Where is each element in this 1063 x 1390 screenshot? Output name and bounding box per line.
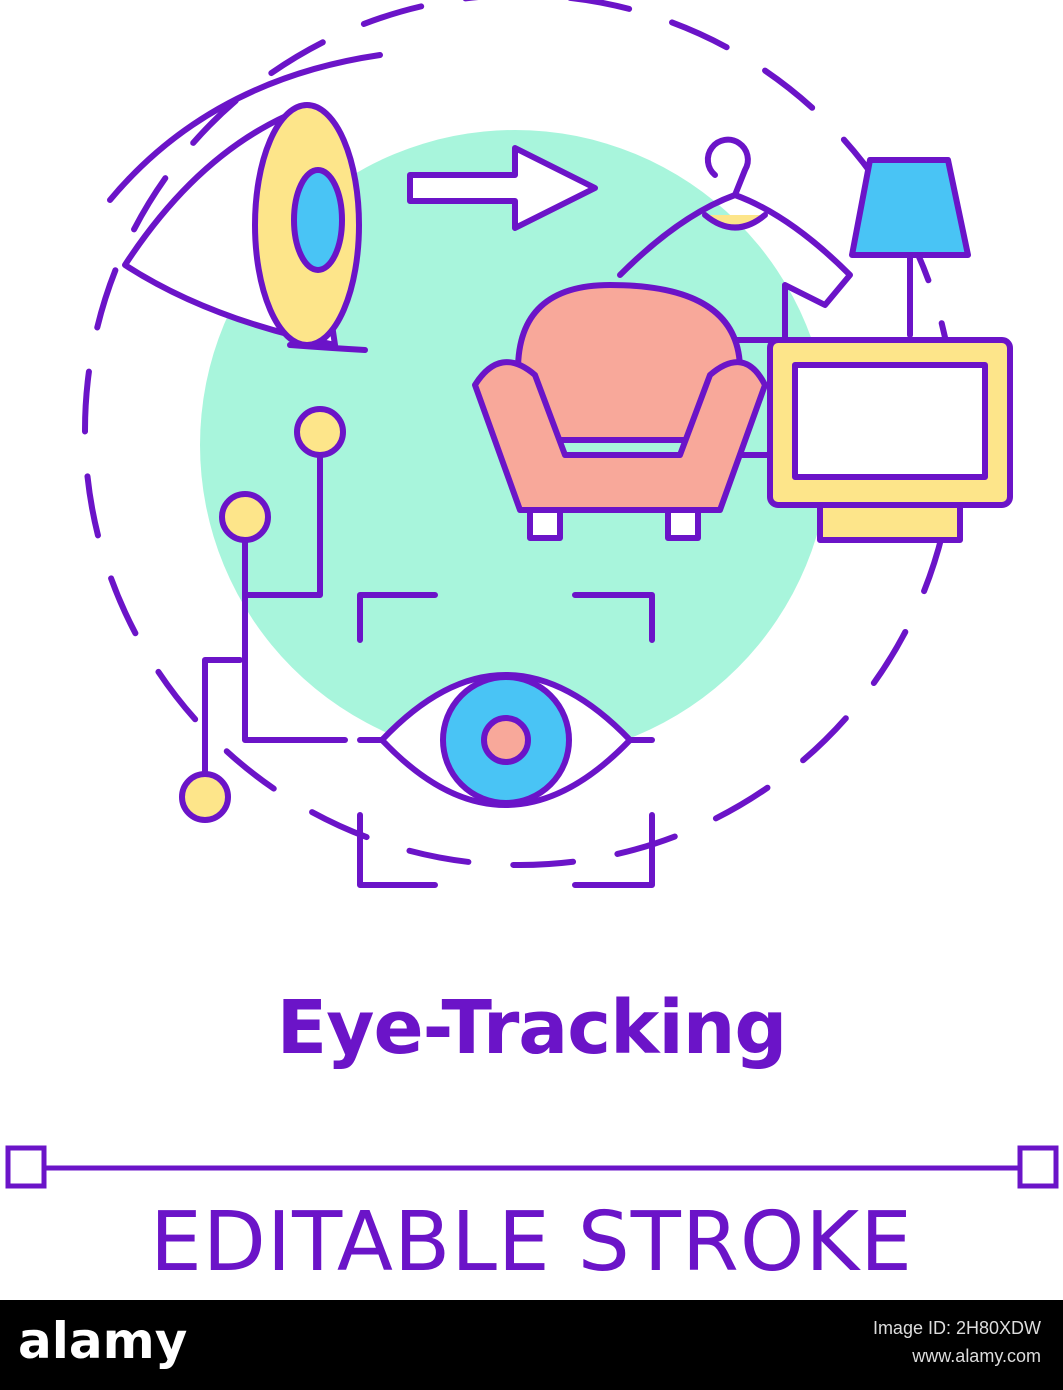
arrow-right-icon <box>407 145 598 231</box>
eye-tracking-illustration <box>82 0 1013 888</box>
caption-editable-stroke: EDITABLE STROKE <box>149 1195 913 1290</box>
stroke-handle-right <box>1017 1145 1059 1189</box>
footer-bar: alamy Image ID: 2H80XDW www.alamy.com <box>0 1300 1063 1390</box>
stroke-handle-left <box>5 1145 47 1189</box>
side-eye-icon <box>107 52 383 353</box>
tv-icon <box>767 337 1013 543</box>
editable-stroke-line <box>5 1145 1059 1189</box>
image-id-label: Image ID: 2H80XDW <box>872 1318 1041 1338</box>
focus-eye-icon <box>357 592 655 888</box>
alamy-logo: alamy <box>18 1312 188 1370</box>
circuit-icon <box>179 406 348 823</box>
lamp-icon <box>849 157 971 338</box>
page-title: Eye-Tracking <box>276 985 788 1071</box>
armchair-icon <box>472 282 773 541</box>
hanger-shirt-icon <box>617 136 853 343</box>
footer-meta: Image ID: 2H80XDW www.alamy.com <box>873 1314 1041 1370</box>
site-url: www.alamy.com <box>912 1346 1041 1366</box>
